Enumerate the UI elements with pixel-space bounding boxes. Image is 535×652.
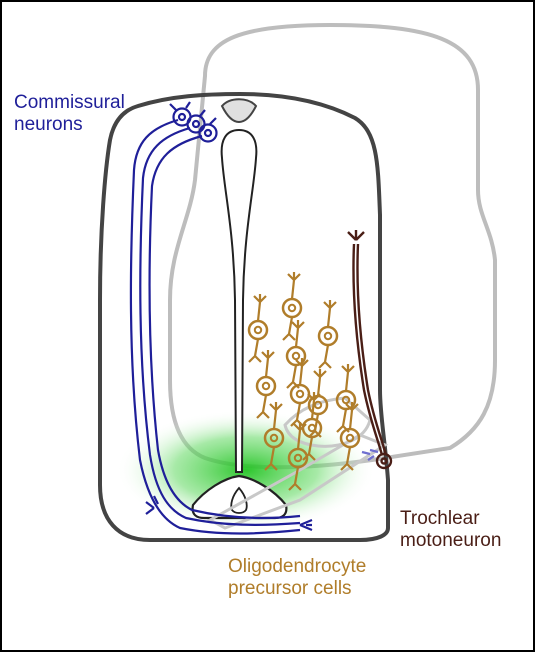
trochlear-label: Trochlear motoneuron [400, 508, 501, 552]
roof-plate [222, 99, 256, 122]
opc-cell [249, 294, 267, 362]
trochlear-terminal [348, 230, 364, 240]
commissural-label: Commissural neurons [14, 92, 125, 136]
opc-label: Oligodendrocyte precursor cells [228, 556, 366, 600]
opc-cell [319, 300, 337, 368]
